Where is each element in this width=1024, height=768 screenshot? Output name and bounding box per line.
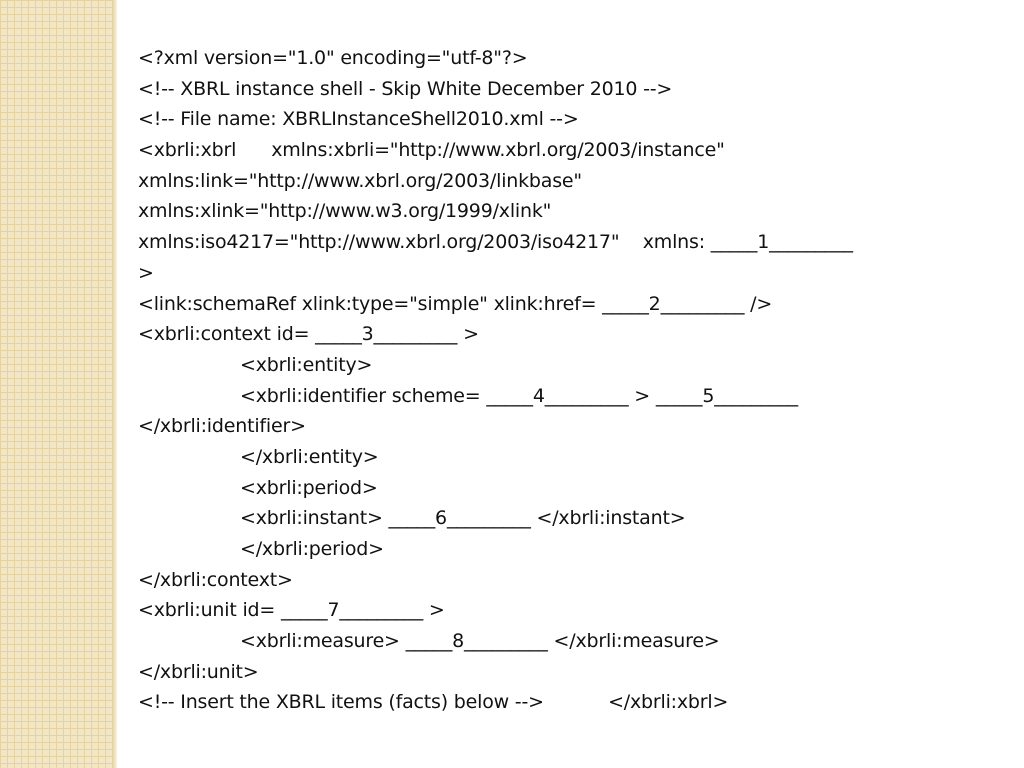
side-strip-edge bbox=[113, 0, 117, 768]
code-line: xmlns:xlink="http://www.w3.org/1999/xlin… bbox=[138, 200, 552, 223]
code-line: <?xml version="1.0" encoding="utf-8"?> bbox=[138, 47, 528, 69]
code-line: </xbrli:period> bbox=[240, 538, 384, 560]
code-line: <xbrli:entity> bbox=[240, 353, 373, 376]
code-line: </xbrli:entity> bbox=[240, 445, 379, 468]
decorative-side-strip bbox=[0, 0, 113, 768]
code-line: <xbrli:xbrl xmlns:xbrli="http://www.xbrl… bbox=[138, 139, 725, 162]
code-line: xmlns:iso4217="http://www.xbrl.org/2003/… bbox=[138, 231, 853, 254]
code-line: </xbrli:identifier> bbox=[138, 415, 306, 438]
code-line: xmlns:link="http://www.xbrl.org/2003/lin… bbox=[138, 169, 582, 192]
code-line: <link:schemaRef xlink:type="simple" xlin… bbox=[138, 292, 773, 315]
code-line: <xbrli:period> bbox=[240, 476, 378, 499]
xml-code-block: <?xml version="1.0" encoding="utf-8"?> <!… bbox=[138, 43, 1008, 718]
code-line: </xbrli:unit> bbox=[138, 660, 259, 683]
code-line: <!-- Insert the XBRL items (facts) below… bbox=[138, 691, 729, 714]
code-line: <!-- File name: XBRLInstanceShell2010.xm… bbox=[138, 108, 579, 131]
code-line: <!-- XBRL instance shell - Skip White De… bbox=[138, 77, 673, 100]
code-line: <xbrli:context id= _____3_________ > bbox=[138, 323, 479, 346]
code-line: </xbrli:context> bbox=[138, 568, 293, 591]
code-line: <xbrli:identifier scheme= _____4________… bbox=[240, 384, 798, 407]
code-line: > bbox=[138, 261, 154, 284]
code-line: <xbrli:measure> _____8_________ </xbrli:… bbox=[240, 630, 720, 653]
code-line: <xbrli:instant> _____6_________ </xbrli:… bbox=[240, 507, 686, 530]
code-line: <xbrli:unit id= _____7_________ > bbox=[138, 599, 445, 622]
